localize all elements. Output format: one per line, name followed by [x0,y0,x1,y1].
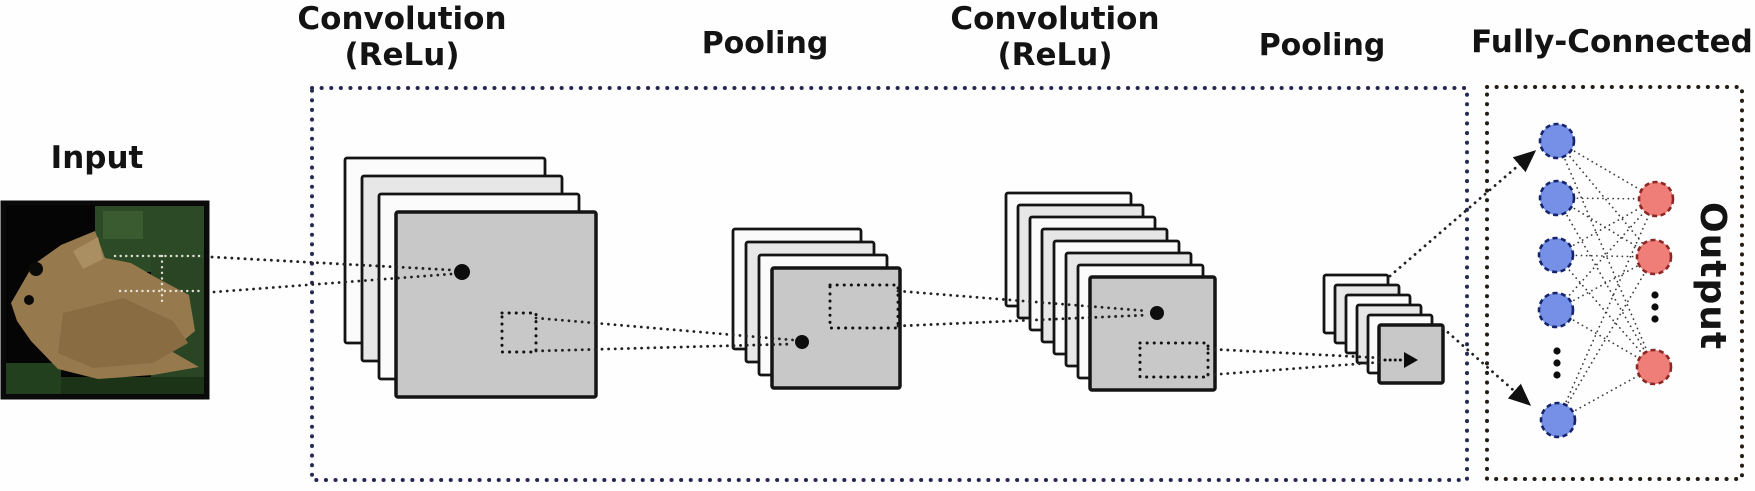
pool1-to-conv2-line [896,289,1150,313]
fc-hidden-neurons [1537,122,1577,439]
input-label: Input [50,140,144,176]
output-label: Output [1692,202,1733,351]
hidden-neuron [1537,291,1575,329]
pool2-to-fc-line [1441,326,1532,406]
pool1-result-dot [795,335,809,349]
hidden-neuron [1539,401,1577,439]
leaf-hole [24,295,34,305]
fc-output-neurons [1635,180,1675,386]
photo-patch-marks [113,254,205,305]
foliage-area [61,377,204,394]
receptive-field-rects [500,283,1210,379]
pool2-feature-maps [1322,273,1445,385]
conv2-feature-maps [1004,191,1217,392]
pool2-label: Pooling [1258,28,1386,63]
conv2-result-dot [1150,306,1164,320]
hidden-neuron [1538,122,1576,160]
pool1-to-conv2-line [896,313,1150,328]
result-dots [454,264,1418,368]
feature-map-sheet [770,266,902,390]
output-neuron [1635,348,1673,386]
conv2-to-pool2-line [1206,360,1385,377]
conv2-label: Convolution (ReLu) [905,1,1205,73]
fc-connection-lines [1555,140,1657,421]
feature-map-sheet [1377,323,1445,385]
conv1-label-line1: Convolution [297,1,507,37]
input-leaf-image [0,200,210,400]
pool1-feature-maps [731,227,902,390]
pool2-to-fc-line [1388,150,1537,278]
stage-connectors [210,150,1537,406]
conv2-label-line2: (ReLu) [997,37,1113,73]
conv1-result-dot [454,264,470,280]
leaf-highlight [73,237,103,269]
hidden-neuron [1538,179,1576,217]
fully-connected-dashed-box [1485,85,1744,481]
output-neuron [1635,238,1673,276]
input-to-conv1-line [212,272,454,294]
leaf-hole [29,262,43,276]
foliage-area [6,363,61,394]
conv1-receptive-field [500,311,538,354]
conv1-feature-maps [343,156,598,399]
hidden-neuron [1537,236,1575,274]
output-neuron [1637,180,1675,218]
input-to-conv1-line [210,255,454,272]
feature-map-sheet [394,210,598,399]
fully-connected-label: Fully-Connected [1471,24,1753,60]
conv2-label-line1: Convolution [950,1,1160,37]
output-ellipsis-dots [1651,291,1659,323]
foliage-area [103,211,143,239]
conv2-receptive-field [1138,341,1210,379]
conv1-label-line2: (ReLu) [344,37,460,73]
pool1-receptive-field [828,283,900,330]
hidden-ellipsis-dots [1553,347,1561,379]
pool2-result-arrowhead [1404,352,1418,368]
conv2-to-pool2-line [1206,347,1385,360]
feature-map-sheet [1088,275,1217,392]
leaf-shading [58,298,188,368]
pool1-label: Pooling [701,26,829,61]
conv1-label: Convolution (ReLu) [252,1,552,73]
